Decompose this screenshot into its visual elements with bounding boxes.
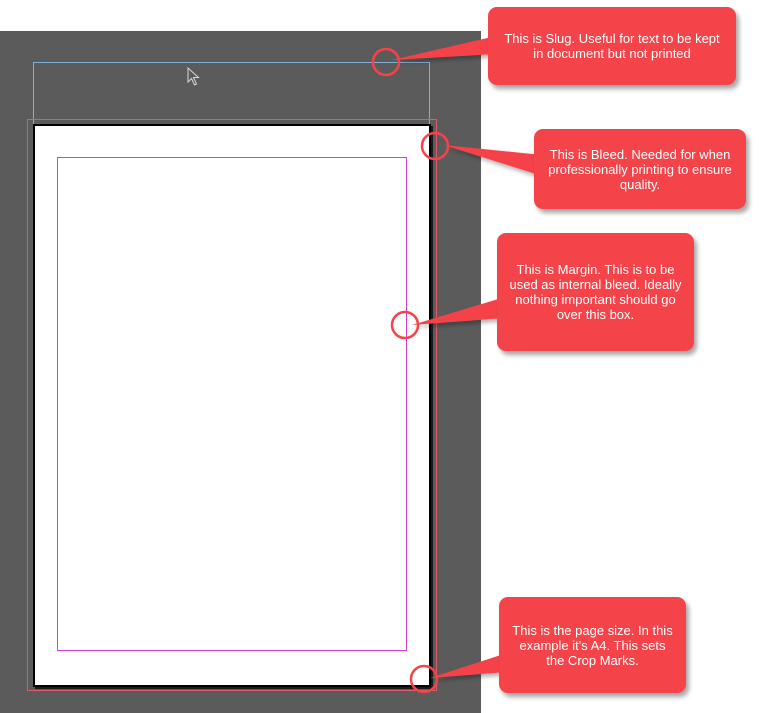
bleed-callout: This is Bleed. Needed for when professio…	[534, 129, 746, 209]
page-area	[33, 124, 431, 687]
page-size-callout-text: This is the page size. In this example i…	[512, 622, 673, 668]
margin-area	[57, 157, 407, 651]
page-size-callout: This is the page size. In this example i…	[499, 597, 686, 693]
slug-callout-text: This is Slug. Useful for text to be kept…	[504, 31, 720, 61]
bleed-area	[27, 119, 437, 691]
slug-callout: This is Slug. Useful for text to be kept…	[488, 7, 736, 85]
margin-callout-text: This is Margin. This is to be used as in…	[509, 262, 682, 322]
bleed-callout-text: This is Bleed. Needed for when professio…	[548, 146, 732, 192]
margin-callout: This is Margin. This is to be used as in…	[497, 233, 694, 351]
cursor-icon	[187, 67, 200, 86]
